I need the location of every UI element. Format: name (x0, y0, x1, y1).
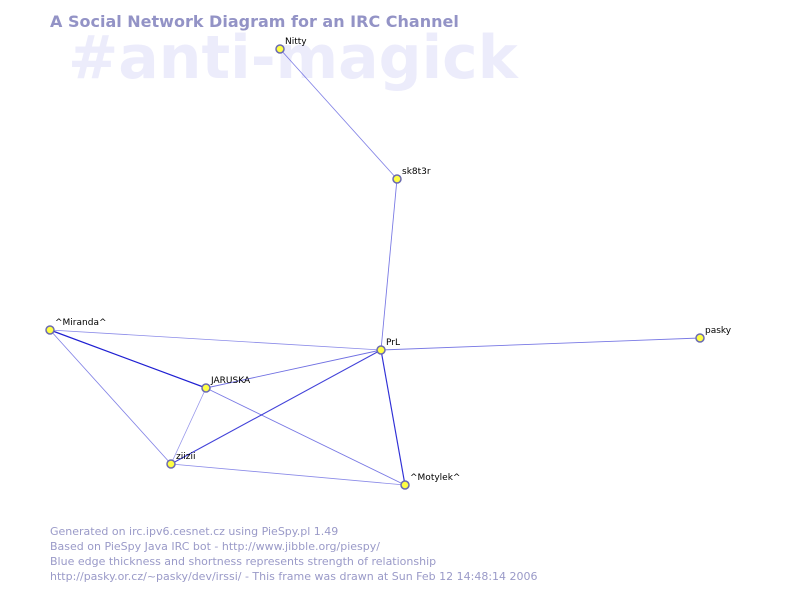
edge-prl-ziizii (170, 349, 382, 465)
node-marker (166, 459, 176, 469)
edge-miranda-jaruska (49, 329, 207, 389)
edge-jaruska-motylek (205, 387, 406, 486)
node-marker (695, 333, 705, 343)
node-marker (275, 44, 285, 54)
edge-jaruska-ziizii (170, 387, 207, 465)
diagram-title: A Social Network Diagram for an IRC Chan… (50, 12, 459, 31)
edge-miranda-ziizii (49, 329, 172, 465)
edge-prl-motylek (380, 349, 406, 486)
node-prl: PrL (376, 338, 400, 355)
node-marker (392, 174, 402, 184)
node-label: ziizii (176, 452, 195, 462)
node-label: PrL (386, 338, 400, 348)
node-label: pasky (705, 326, 732, 336)
node-marker (400, 480, 410, 490)
node-miranda: ^Miranda^ (45, 318, 107, 335)
edge-nitty-sk8t3r (279, 48, 398, 180)
node-label: sk8t3r (402, 167, 431, 177)
edge-sk8t3r-prl (380, 178, 398, 351)
footer-generated-line: Generated on irc.ipv6.cesnet.cz using Pi… (50, 525, 339, 538)
node-marker (45, 325, 55, 335)
node-label: JARUSKA (210, 376, 251, 386)
footer-based-on-line: Based on PieSpy Java IRC bot - http://ww… (50, 540, 380, 553)
footer-url-timestamp-line: http://pasky.or.cz/~pasky/dev/irssi/ - T… (50, 570, 538, 583)
node-pasky: pasky (695, 326, 732, 343)
edge-jaruska-prl (205, 349, 382, 389)
node-motylek: ^Motylek^ (400, 473, 460, 490)
node-nitty: Nitty (275, 37, 307, 54)
node-marker (201, 383, 211, 393)
node-ziizii: ziizii (166, 452, 195, 469)
edge-miranda-prl (49, 329, 382, 351)
node-label: ^Miranda^ (55, 318, 107, 328)
node-sk8t3r: sk8t3r (392, 167, 431, 184)
footer-legend-line: Blue edge thickness and shortness repres… (50, 555, 437, 568)
edge-prl-pasky (380, 337, 701, 351)
edge-layer (49, 48, 701, 486)
node-jaruska: JARUSKA (201, 376, 251, 393)
footer: Generated on irc.ipv6.cesnet.cz using Pi… (50, 524, 538, 584)
node-marker (376, 345, 386, 355)
node-label: ^Motylek^ (410, 473, 460, 483)
node-label: Nitty (285, 37, 307, 47)
channel-watermark: #anti-magick (68, 23, 518, 93)
edge-ziizii-motylek (170, 463, 406, 486)
